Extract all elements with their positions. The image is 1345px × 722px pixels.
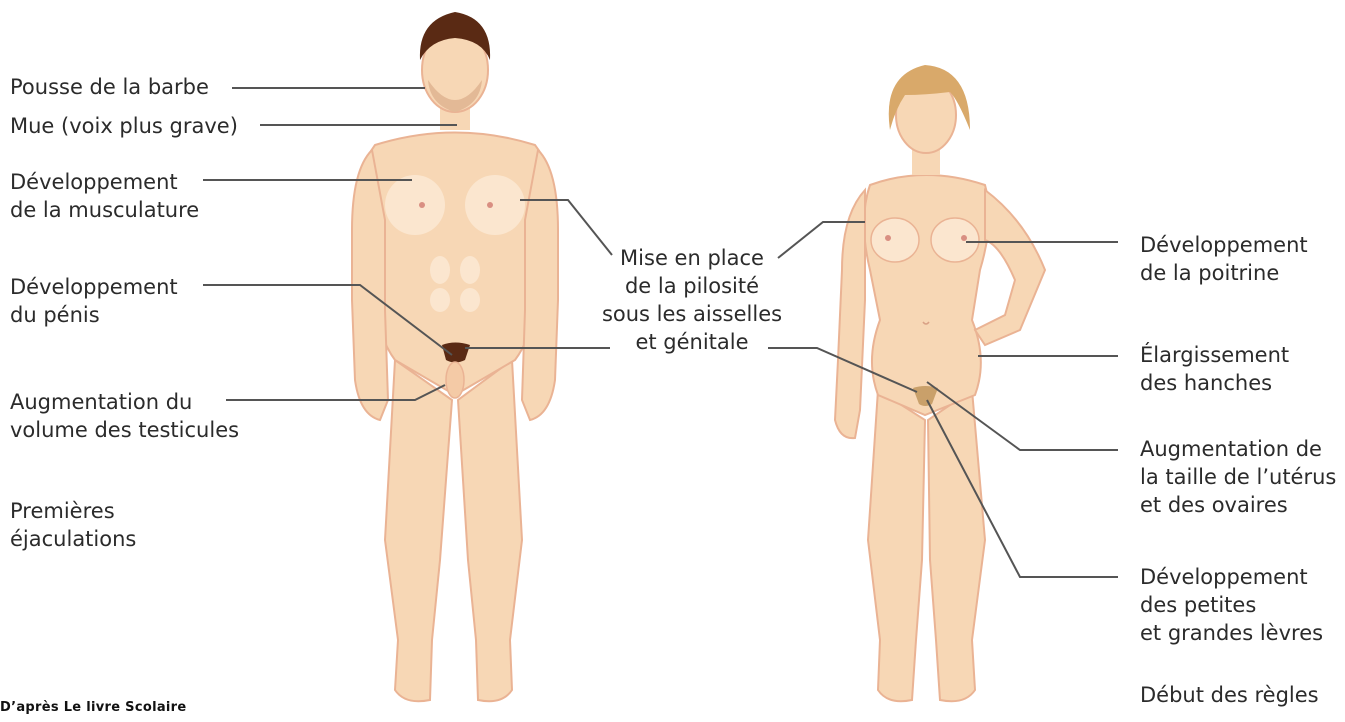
label-hair: Mise en place de la pilosité sous les ai…	[592, 244, 792, 356]
label-ejaculation: Premières éjaculations	[10, 497, 136, 553]
credit-text: D’après Le livre Scolaire	[0, 700, 186, 715]
label-periods: Début des règles	[1140, 681, 1319, 709]
label-breasts: Développement de la poitrine	[1140, 231, 1308, 287]
label-voice: Mue (voix plus grave)	[10, 112, 238, 140]
label-labia: Développement des petites et grandes lèv…	[1140, 563, 1323, 647]
label-uterus: Augmentation de la taille de l’utérus et…	[1140, 435, 1336, 519]
label-penis: Développement du pénis	[10, 273, 178, 329]
label-beard: Pousse de la barbe	[10, 73, 209, 101]
label-hips: Élargissement des hanches	[1140, 341, 1289, 397]
label-testicles: Augmentation du volume des testicules	[10, 388, 239, 444]
label-muscles: Développement de la musculature	[10, 168, 199, 224]
female-figure	[835, 65, 1045, 701]
male-figure	[352, 12, 558, 701]
